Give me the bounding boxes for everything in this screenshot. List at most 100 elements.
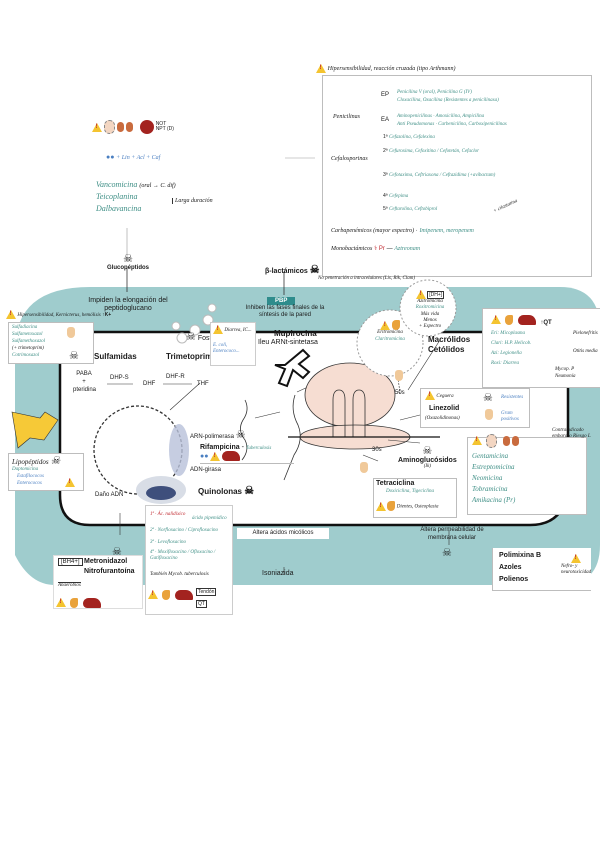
- cef-gen-0: 1ª Cefazolina, Cefalexina: [383, 134, 435, 140]
- glucopeptidos-box: ●● + Lin + Acl + Caf Vancomicina (oral →…: [96, 154, 213, 213]
- macrolide-bubble: [356, 309, 424, 377]
- cef-gen-1: 2ª Cefuroxima, Cefoxitina / Cefotetán, C…: [383, 148, 480, 154]
- cef-gen-4: 5ª Ceftarolina, Ceftobiprol: [383, 206, 438, 212]
- warning-icon: [56, 598, 66, 608]
- drug-dalbavancina: Dalbavancina: [96, 204, 142, 213]
- warning-icon: [210, 451, 221, 461]
- dhfr-label: DHF-R: [166, 374, 185, 380]
- cef-gen-2: 3ª Cefotaxima, Ceftriaxona / Ceftazidima…: [383, 172, 496, 178]
- beta-note: No penetración a intracelulares (Lis, Ri…: [318, 276, 416, 281]
- stomach-icon: [387, 501, 396, 511]
- liver-icon: [82, 597, 101, 608]
- warning-icon: [92, 122, 102, 132]
- warning-icon: [65, 478, 75, 488]
- aminoglucosidos-box: Gentamicina Estreptomicina Neomicina Tob…: [467, 433, 587, 515]
- skull-icon: ☠: [442, 547, 452, 559]
- cef-gen-3: 4ª Cefepima: [383, 193, 409, 199]
- paba-group: PABA+pteridina: [73, 371, 97, 393]
- lipopeptidos-box: Lipopéptidos ☠ Daptomicina Estafilococos…: [8, 453, 84, 491]
- s30-label: 30s: [372, 447, 382, 453]
- skull-icon: ☠: [309, 264, 320, 276]
- beta-lactam-warning: Hipersensibilidad, reacción cruzada (tip…: [316, 64, 456, 73]
- hand-icon: [360, 462, 368, 473]
- beta-lactam-box: Penicilinas EP Penicilina V (oral), Peni…: [322, 75, 592, 277]
- macrolide-side-box: ↑QT Eri: Micoplasma Clari: H.P. Helicob.…: [482, 308, 600, 388]
- kidney-icon: [126, 122, 134, 132]
- monobactam-row: Monobactámicos ⚕ Pr — Aztreonam: [331, 246, 421, 252]
- lipopeptide-bolt: [11, 411, 59, 449]
- sulfa-box: Sulfadiacina Sulfametoxazol Sulfamethoxa…: [8, 322, 94, 364]
- isoniazida-label: Isoniazida: [262, 570, 294, 577]
- eritro-bubble-content: Eritromicina Claritromicina: [364, 320, 416, 343]
- liver-icon: [221, 451, 240, 461]
- quinolone-box: 1ª · Ác. nalidíxico ácido pipemídico 2ª …: [145, 505, 233, 615]
- penicilinas-label: Penicilinas: [333, 114, 360, 120]
- dhps-label: DHP-S: [110, 375, 129, 381]
- drug-vancomicina: Vancomicina (oral → C. dif): [96, 180, 176, 189]
- hand-icon: [485, 409, 493, 420]
- dhf-label: DHF: [143, 381, 156, 387]
- trimetoprim-label: Trimetoprim: [166, 352, 213, 361]
- bacteria-icon: ●●: [200, 452, 209, 460]
- arn-polimerasa-label: ARN-polimerasa ☠: [190, 429, 246, 441]
- membrane-label: Altera permeabilidad de membrana celular: [420, 527, 484, 542]
- dano-adn-label: Daño ADN: [95, 492, 124, 498]
- warning-icon: [491, 315, 501, 325]
- stomach-icon: [70, 597, 79, 608]
- warning-icon: [148, 590, 158, 600]
- ear-icon: [486, 433, 498, 448]
- mycolic-label: Altera ácidos micólicos: [237, 528, 329, 539]
- liver-icon: [517, 314, 536, 325]
- hand-icon: [395, 370, 403, 381]
- quinolonas-label: Quinolonas ☠: [198, 485, 255, 497]
- skull-icon: ☠: [123, 253, 133, 265]
- warning-icon: [213, 325, 223, 334]
- polymyxin-box: Polimixina B Azoles Polienos Nefro- y ne…: [492, 548, 591, 591]
- sulfamidas-label: Sulfamidas: [94, 352, 137, 361]
- adn-girasa-label: ADN-girasa: [190, 467, 222, 473]
- tetraciclina-box: Tetraciclina Doxiciclina, Tigeciclina Di…: [373, 478, 457, 518]
- adn-girasa-shape: [146, 486, 176, 500]
- red-man-icon: [140, 120, 155, 134]
- rifampicina-box: Rifampicina - Tuberculosis ●●: [200, 444, 294, 464]
- kidney-icon: [511, 435, 519, 446]
- beta-action: Inhiben las fases finales de la síntesis…: [245, 305, 325, 319]
- cefalosporinas-label: Cefalosporinas: [331, 156, 368, 162]
- warning-icon: [380, 320, 391, 330]
- arn-polimerasa-shape: [169, 424, 189, 476]
- warning-icon: [376, 501, 386, 511]
- skull-icon: ☠: [186, 331, 196, 343]
- ea-line-0: Aminopenicilinas · Amoxicilina, Ampicili…: [397, 114, 485, 119]
- liver-icon: [174, 589, 193, 600]
- kidney-icon: [117, 122, 125, 132]
- bacteria-icon: ●●: [106, 154, 115, 161]
- skull-icon: ☠: [69, 350, 79, 362]
- aminoglucosidos-node: ☠ Aminoglucósidos (Ik): [398, 445, 457, 470]
- skull-icon: ☠: [112, 546, 122, 558]
- carbapenem-row: Carbapenémicos (mayor espectro) · Imipen…: [331, 228, 474, 234]
- glucopeptidos-node: ☠ Glucopéptidos: [100, 253, 156, 272]
- warning-icon: [316, 64, 326, 73]
- metronidazol-box: [BH4+] Metronidazol Nitrofurantoína Anae…: [53, 555, 143, 609]
- stomach-icon: [391, 320, 400, 330]
- betalactamicos-label: β-lactámicos ☠: [265, 264, 320, 276]
- warning-icon: [425, 391, 435, 400]
- azithro-bubble: [399, 279, 457, 337]
- skull-icon: ☠: [483, 392, 493, 404]
- warning-icon: [571, 554, 581, 564]
- hand-icon: [67, 327, 75, 338]
- linezolid-box: Ceguera Linezolid (Oxazolidinonas) ☠ Res…: [420, 388, 530, 428]
- gluco-action: Impiden la elongación del peptidoglucano: [88, 297, 168, 313]
- thf-label: THF: [197, 381, 209, 387]
- kidney-icon: [502, 435, 510, 446]
- ea-line-1: Anti Pseudomonas · Carbenicilina, Carbox…: [397, 122, 507, 127]
- trna-shape: [274, 348, 311, 388]
- warning-icon: [6, 310, 16, 319]
- pbp-badge: PBP: [267, 297, 296, 305]
- warning-icon: [472, 436, 482, 446]
- ep-line-0: Penicilina V (oral), Penicilina G (IV): [397, 90, 472, 95]
- mupirocina-sub: Ileu ARNt-sintetasa: [258, 339, 318, 346]
- drug-teicoplanina: Teicoplanina: [96, 192, 138, 201]
